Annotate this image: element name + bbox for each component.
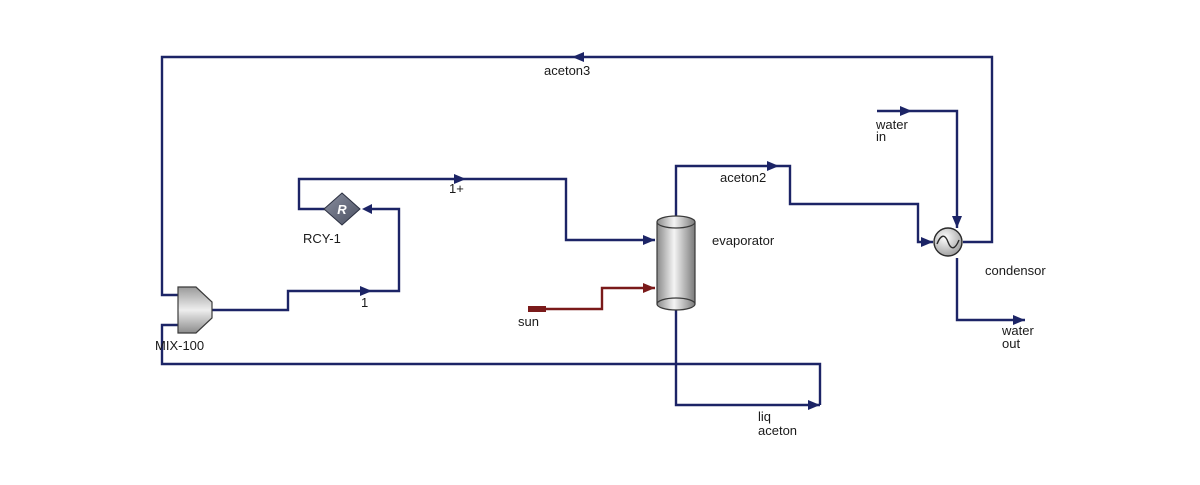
sun-arrow-icon — [643, 283, 655, 293]
evaporator-inlet-arrow-icon — [643, 235, 655, 245]
recycle-symbol: R — [337, 202, 347, 217]
condenser-icon[interactable] — [933, 227, 963, 257]
stream-liq-aceton[interactable] — [674, 305, 820, 407]
aceton3-arrow-icon — [572, 52, 584, 62]
stream-aceton2[interactable] — [674, 164, 933, 244]
stream-1plus-arrow-icon — [454, 174, 466, 184]
stream-1plus[interactable] — [297, 177, 655, 242]
stream-1-arrow-icon — [360, 286, 372, 296]
water-out-label-line1: water — [1001, 323, 1034, 338]
recycle-label: RCY-1 — [303, 231, 341, 246]
energy-stream-sun[interactable] — [530, 286, 655, 311]
rcy-inlet-arrow-icon — [362, 204, 372, 214]
evaporator-icon[interactable] — [656, 215, 696, 311]
water-in-arrow-icon — [900, 106, 912, 116]
stream-1plus-label: 1+ — [449, 181, 464, 196]
liq-aceton-label-line2: aceton — [758, 423, 797, 438]
condenser-inlet-arrow-icon — [921, 237, 933, 247]
stream-aceton2-arrow-icon — [767, 161, 779, 171]
stream-aceton3[interactable] — [160, 55, 994, 297]
aceton2-label: aceton2 — [720, 170, 766, 185]
water-out-label-line2: out — [1002, 336, 1020, 351]
water-out-arrow-icon — [1013, 315, 1025, 325]
sun-label: sun — [518, 314, 539, 329]
aceton3-label: aceton3 — [544, 63, 590, 78]
stream-liq-recycle[interactable] — [160, 323, 822, 405]
water-in-label-line1: water — [875, 117, 908, 132]
stream-1-label: 1 — [361, 295, 368, 310]
stream-1[interactable] — [210, 207, 401, 312]
water-in-label-line2: in — [876, 129, 886, 144]
mixer-icon[interactable] — [177, 286, 213, 334]
stream-water-out[interactable] — [955, 258, 1025, 322]
mixer-label: MIX-100 — [155, 338, 204, 353]
recycle-icon[interactable]: R — [323, 192, 361, 226]
liq-aceton-label-line1: liq — [758, 409, 771, 424]
water-in-down-arrow-icon — [952, 216, 962, 228]
liq-aceton-arrow-icon — [808, 400, 820, 410]
sun-source-marker — [528, 306, 546, 312]
evaporator-label: evaporator — [712, 233, 775, 248]
condenser-label: condensor — [985, 263, 1046, 278]
